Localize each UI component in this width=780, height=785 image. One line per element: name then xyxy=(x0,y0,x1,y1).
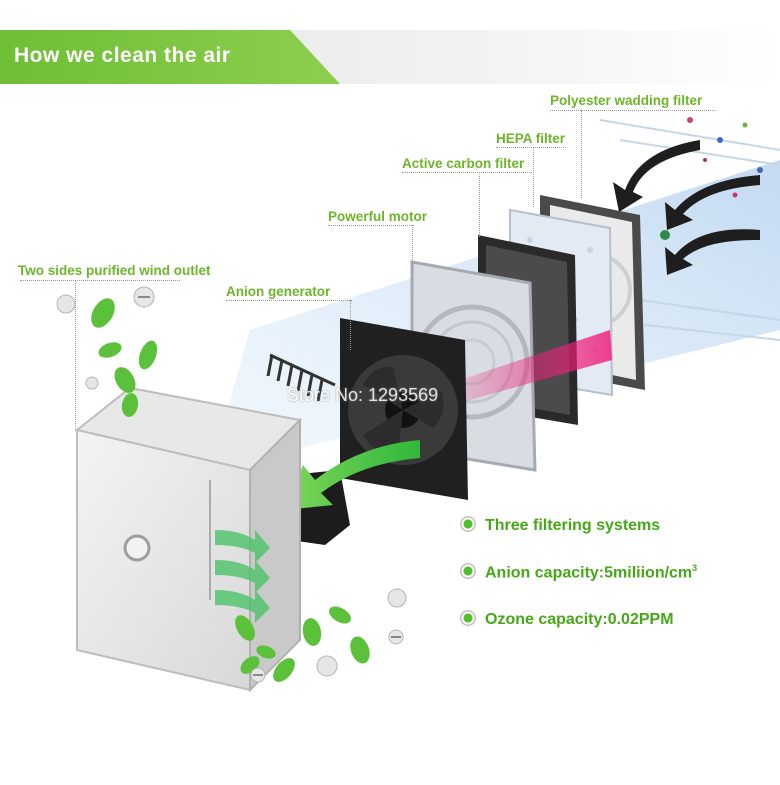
label-polyester-filter: Polyester wadding filter xyxy=(550,93,703,108)
leader-polyester-v xyxy=(581,110,582,198)
bullet-icon xyxy=(460,610,476,626)
store-watermark: Store No: 1293569 xyxy=(287,385,439,405)
leader-carbon-v xyxy=(479,172,480,237)
header-banner xyxy=(0,30,340,84)
label-wind-outlet: Two sides purified wind outlet xyxy=(18,263,211,278)
anion-bubble-icon xyxy=(56,286,407,683)
feature-text: Anion capacity:5miliion/cm xyxy=(485,564,693,582)
purifier-front xyxy=(76,428,251,692)
feature-item: Anion capacity:5miliion/cm3 xyxy=(460,563,697,582)
feature-superscript: 3 xyxy=(692,563,698,573)
leader-motor xyxy=(328,225,414,226)
feature-item: Ozone capacity:0.02PPM xyxy=(460,610,674,629)
power-button xyxy=(123,534,151,562)
bullet-icon xyxy=(460,516,476,532)
leader-anion-v xyxy=(350,300,351,350)
label-anion-generator: Anion generator xyxy=(226,284,331,299)
bullet-icon xyxy=(460,563,476,580)
anion-generator xyxy=(266,353,336,402)
leader-anion xyxy=(226,300,352,301)
leader-outlet xyxy=(20,280,180,281)
leader-carbon xyxy=(402,172,534,173)
feature-text: Ozone capacity:0.02PPM xyxy=(485,611,674,628)
leader-motor-v xyxy=(412,225,413,270)
outflow-arrows xyxy=(215,530,270,623)
label-powerful-motor: Powerful motor xyxy=(328,209,428,224)
leaf-icon xyxy=(91,298,370,682)
leader-outlet-v xyxy=(75,280,76,430)
leader-hepa-v xyxy=(533,147,534,207)
pink-flow-arrow xyxy=(420,330,612,418)
green-return-arrow xyxy=(285,440,420,510)
label-active-carbon-filter: Active carbon filter xyxy=(402,156,525,171)
page-title: How we clean the air xyxy=(14,44,231,67)
label-hepa-filter: HEPA filter xyxy=(496,131,566,146)
feature-item: Three filtering systems xyxy=(460,516,660,535)
purifier-side xyxy=(249,417,301,693)
intake-arrows xyxy=(613,140,760,275)
leader-hepa xyxy=(496,147,566,148)
leader-polyester xyxy=(550,110,715,111)
feature-text: Three filtering systems xyxy=(485,517,661,534)
